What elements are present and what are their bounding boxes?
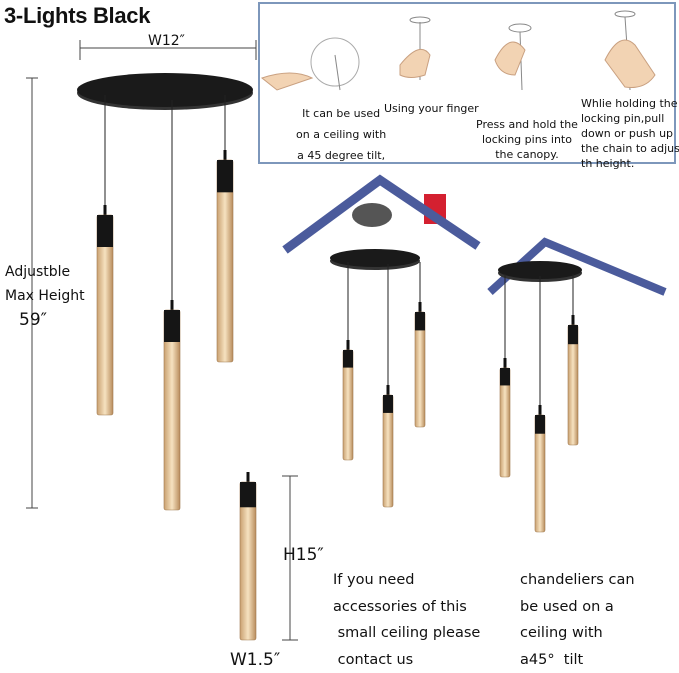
pendant-black-top bbox=[97, 215, 113, 247]
instruction-line: th height. bbox=[581, 156, 679, 171]
instruction-line: on a ceiling with bbox=[296, 127, 386, 142]
instruction-step-4: Whlie holding the locking pin,pull down … bbox=[581, 96, 679, 171]
instruction-line: locking pin,pull bbox=[581, 111, 679, 126]
max-height-value: 59″ bbox=[19, 310, 47, 330]
note-line: contact us bbox=[333, 647, 480, 673]
instruction-line: the canopy. bbox=[476, 147, 578, 162]
instruction-line: It can be used bbox=[296, 106, 386, 121]
instruction-line: Using your finger bbox=[384, 101, 479, 116]
pendant-cap bbox=[539, 405, 542, 415]
pendant-black-top bbox=[240, 482, 256, 507]
note-line: chandeliers can bbox=[520, 567, 635, 594]
pendant-black-top bbox=[568, 325, 578, 344]
note-line: small ceiling please bbox=[333, 620, 480, 647]
pendant-cap bbox=[572, 315, 575, 325]
instruction-line: down or push up bbox=[581, 126, 679, 141]
note-line: If you need bbox=[333, 567, 480, 594]
pendant-black-top bbox=[164, 310, 180, 342]
width-label: W12″ bbox=[148, 33, 185, 49]
canopy bbox=[330, 249, 420, 267]
instruction-step-2: Using your finger bbox=[384, 101, 479, 116]
pendant-black-top bbox=[343, 350, 353, 368]
pendant-cap bbox=[419, 302, 422, 312]
pendant-cap bbox=[171, 300, 174, 310]
instruction-step-1: It can be used on a ceiling with a 45 de… bbox=[296, 106, 386, 163]
pendant-cap bbox=[387, 385, 390, 395]
pendant-black-top bbox=[535, 415, 545, 434]
canopy bbox=[77, 73, 253, 107]
pendant-cap bbox=[247, 472, 250, 482]
pendant-black-top bbox=[500, 368, 510, 385]
note-line: be used on a bbox=[520, 594, 635, 621]
pendant-width-label: W1.5″ bbox=[230, 650, 280, 670]
pendant-black-top bbox=[415, 312, 425, 330]
instruction-line: Whlie holding the bbox=[581, 96, 679, 111]
instruction-step-3: Press and hold the locking pins into the… bbox=[476, 117, 578, 162]
pendant-cap bbox=[347, 340, 350, 350]
note-line: a45° tilt bbox=[520, 647, 635, 673]
note-line: accessories of this bbox=[333, 594, 480, 621]
product-title: 3-Lights Black bbox=[4, 3, 150, 29]
instruction-line: a 45 degree tilt, bbox=[296, 148, 386, 163]
max-height-label: Max Height bbox=[5, 288, 85, 304]
pendant-cap bbox=[504, 358, 507, 368]
pendant-black-top bbox=[383, 395, 393, 413]
instruction-line: Press and hold the bbox=[476, 117, 578, 132]
pendant-cap bbox=[104, 205, 107, 215]
instruction-line: locking pins into bbox=[476, 132, 578, 147]
roof-left bbox=[285, 180, 478, 250]
adjustable-label: Adjustble bbox=[5, 264, 70, 280]
accessories-note: If you need accessories of this small ce… bbox=[333, 567, 480, 673]
pendant-black-top bbox=[217, 160, 233, 192]
instruction-line: the chain to adjust bbox=[581, 141, 679, 156]
note-line: ceiling with bbox=[520, 620, 635, 647]
tilt-note: chandeliers can be used on a ceiling wit… bbox=[520, 567, 635, 673]
pendant-cap bbox=[224, 150, 227, 160]
pendant-height-label: H15″ bbox=[283, 545, 324, 565]
